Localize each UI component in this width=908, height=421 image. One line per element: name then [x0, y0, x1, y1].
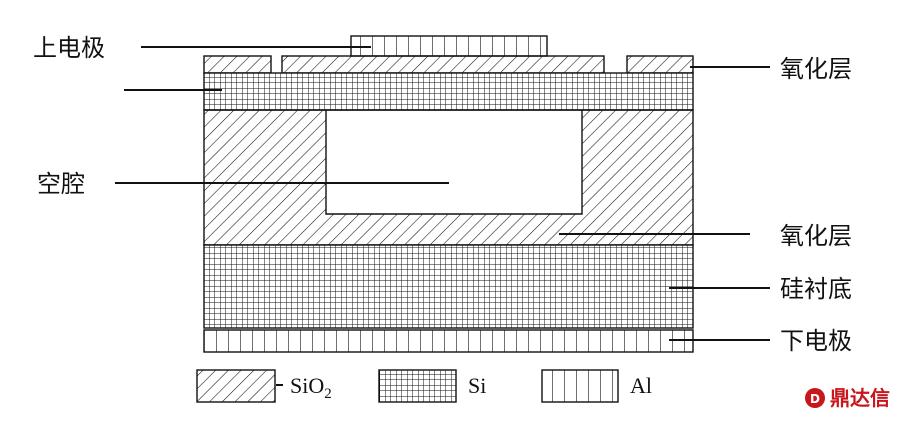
watermark-text: 鼎达信 [830, 386, 890, 410]
si-substrate-layer [203, 244, 694, 329]
label-oxide-mid: 氧化层 [780, 222, 852, 250]
top-oxide-segment-left [203, 55, 272, 74]
top-electrode-layer [350, 35, 548, 57]
label-substrate: 硅衬底 [780, 275, 852, 303]
label-top-electrode: 上电极 [33, 34, 105, 62]
watermark-logo-glyph: D [810, 392, 820, 406]
legend-label-al: Al [630, 373, 652, 398]
oxide-cavity-layer [203, 109, 694, 246]
legend-label-sio2: SiO2 [290, 373, 332, 402]
si-membrane-layer [203, 72, 694, 111]
top-oxide-segment-right [626, 55, 694, 74]
bottom-electrode-layer [203, 329, 694, 353]
label-oxide-top: 氧化层 [780, 55, 852, 83]
legend-swatch-sio2 [196, 369, 276, 403]
watermark: D 鼎达信 [805, 386, 890, 410]
legend-label-si: Si [468, 373, 486, 398]
legend-swatch-si [378, 369, 457, 403]
legend-swatch-al [541, 369, 619, 403]
label-cavity: 空腔 [37, 170, 85, 198]
watermark-logo-icon [805, 388, 825, 408]
top-oxide-segment-middle [281, 55, 605, 74]
label-bottom-electrode: 下电极 [780, 327, 852, 355]
